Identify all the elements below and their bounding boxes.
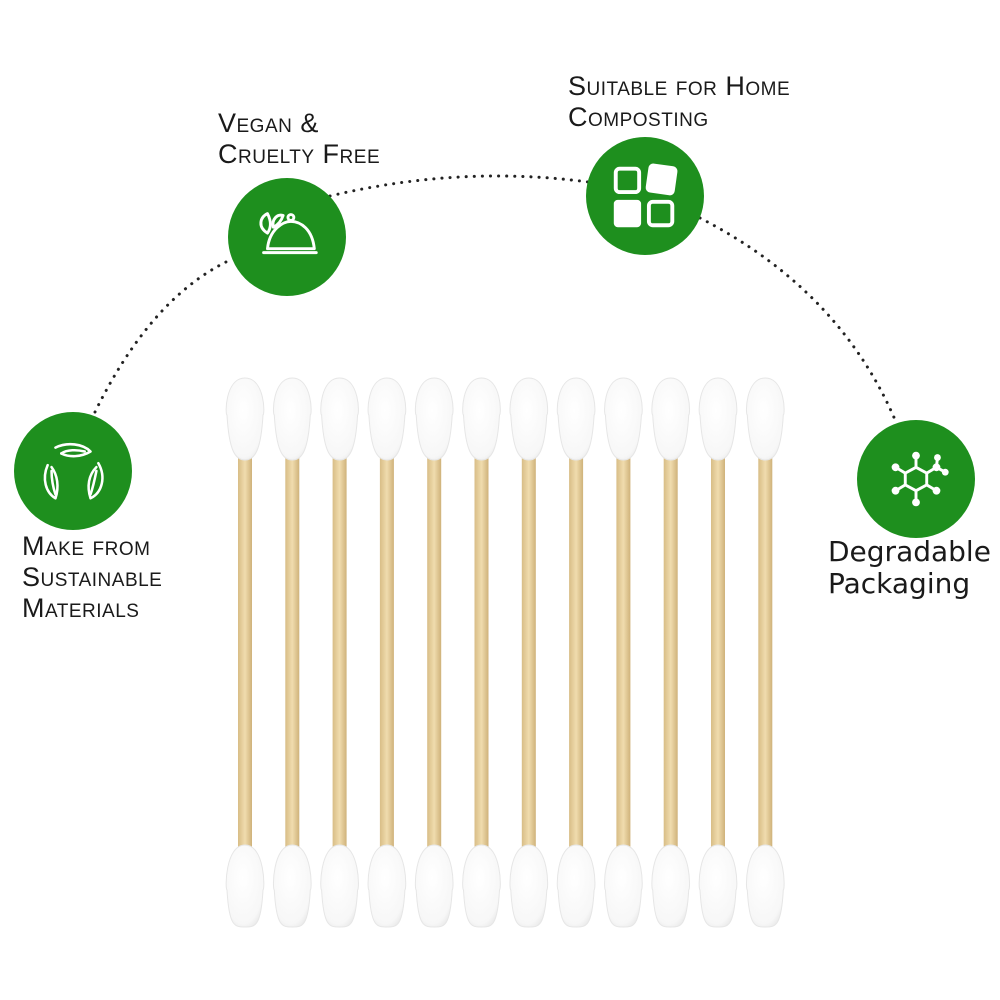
degradable-label-line-1: Degradable [828,535,991,568]
molecule-icon [891,451,949,507]
sustainable-label-line-1: Make from [22,531,151,561]
cotton-swab [320,377,359,928]
compost-badge [586,137,704,255]
cotton-swab [604,377,643,928]
cotton-swab [651,377,691,928]
leaves-cycle-icon [43,442,104,500]
degradable-label: Degradable Packaging [828,536,991,600]
cotton-swab [367,377,407,928]
vegan-label-line-1: Vegan & [218,108,319,138]
vegan-label: Vegan & Cruelty Free [218,108,380,170]
cotton-swab [414,377,454,928]
cotton-swab [272,377,312,928]
vegan-badge [228,178,346,296]
compost-label: Suitable for Home Composting [568,71,790,133]
sustainable-label-line-2: Sustainable [22,562,163,592]
cotton-swab [225,377,265,928]
degradable-badge [857,420,975,538]
cotton-swab [556,377,596,928]
compost-label-line-2: Composting [568,102,709,132]
sustainable-label-line-3: Materials [22,593,140,623]
blocks-icon [613,163,678,228]
degradable-label-line-2: Packaging [828,567,971,600]
sustainable-badge [14,412,132,530]
cotton-swab [698,377,738,928]
cotton-swab [745,377,785,928]
cotton-swab [462,377,501,928]
sustainable-label: Make from Sustainable Materials [22,531,162,624]
vegan-label-line-2: Cruelty Free [218,139,381,169]
compost-label-line-1: Suitable for Home [568,71,791,101]
cotton-swab [509,377,549,928]
dome-leaf-icon [259,212,318,255]
